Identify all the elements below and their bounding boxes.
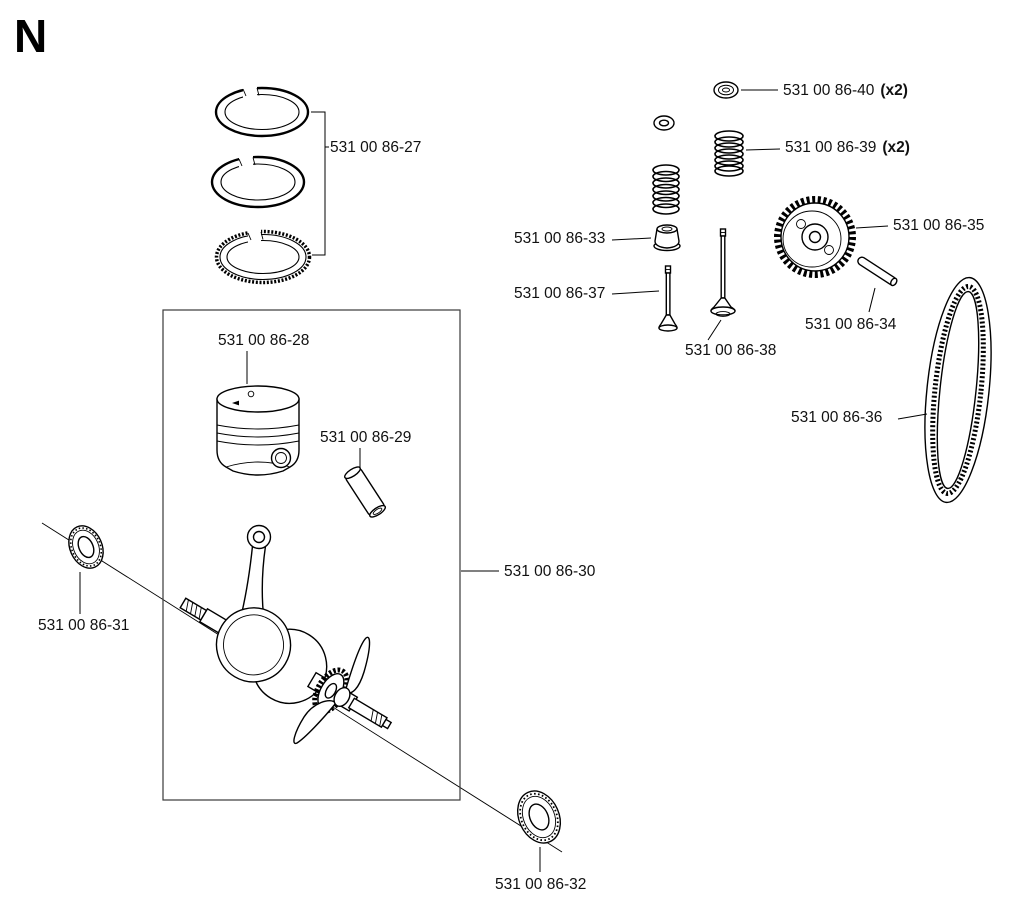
part-label-intake-valve: 531 00 86-37 (514, 285, 605, 302)
quantity-badge: (x2) (880, 82, 908, 99)
spring-retainer-drawing (653, 115, 675, 131)
part-label-valve-spring: 531 00 86-39 (x2) (785, 139, 910, 156)
leader-line-cam-pin (868, 287, 876, 313)
part-label-crank-assembly: 531 00 86-30 (504, 563, 596, 580)
part-label-piston-rings: 531 00 86-27 (330, 139, 421, 156)
exhaust-valve-drawing (710, 228, 736, 317)
part-label-timing-belt: 531 00 86-36 (791, 409, 882, 426)
timing-belt-drawing (924, 276, 992, 504)
part-label-cam-pin: 531 00 86-34 (805, 316, 897, 333)
section-letter: N (14, 10, 47, 62)
leader-line-valve-spring (745, 148, 781, 151)
valve-spring-right-drawing (714, 130, 744, 177)
counterweight-blades-drawing (293, 636, 371, 745)
crankshaft-rear-drawing (179, 597, 393, 730)
leader-line-piston-rings (311, 111, 329, 256)
piston-rings-drawing (210, 84, 312, 285)
part-number: 531 00 86-39 (785, 139, 876, 156)
leader-line-exhaust-valve (707, 319, 722, 341)
cam-gear-drawing (774, 196, 856, 278)
leader-line-timing-belt (897, 413, 928, 420)
leader-line-intake-valve (611, 290, 660, 295)
quantity-badge: (x2) (882, 139, 910, 156)
part-label-exhaust-valve: 531 00 86-38 (685, 342, 776, 359)
valve-seal-drawing (653, 224, 681, 252)
part-label-cam-gear: 531 00 86-35 (893, 217, 984, 234)
part-number: 531 00 86-40 (783, 82, 875, 99)
intake-valve-drawing (658, 265, 678, 332)
part-label-wrist-pin: 531 00 86-29 (320, 429, 411, 446)
cam-pin-drawing (857, 256, 898, 287)
piston-assembly-box (162, 309, 461, 801)
part-label-oil-seal-left: 531 00 86-31 (38, 617, 129, 634)
part-label-piston: 531 00 86-28 (218, 332, 309, 349)
piston-drawing (216, 385, 300, 476)
oil-seal-right-drawing (516, 790, 562, 844)
valve-spring-left-drawing (652, 164, 680, 215)
leader-line-cam-gear (855, 225, 889, 229)
spring-washer-drawing (713, 81, 739, 99)
part-label-spring-washer: 531 00 86-40 (x2) (783, 82, 908, 99)
part-label-oil-seal-right: 531 00 86-32 (495, 876, 586, 893)
crankshaft-front-web-drawing (215, 607, 292, 683)
connecting-rod-drawing (241, 524, 272, 622)
leader-line-valve-seal (611, 237, 652, 241)
oil-seal-left-drawing (68, 525, 104, 569)
part-label-valve-seal: 531 00 86-33 (514, 230, 605, 247)
wrist-pin-drawing (343, 466, 387, 518)
